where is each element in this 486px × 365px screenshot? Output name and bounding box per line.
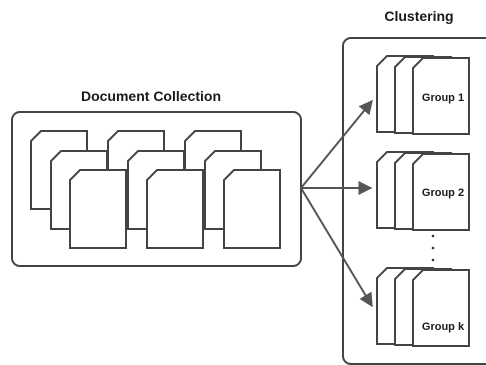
ellipsis-dots	[431, 234, 435, 262]
document-icon	[146, 169, 204, 249]
group-1-label: Group 1	[422, 92, 464, 104]
document-icon	[412, 153, 470, 231]
group-2: Group 2	[376, 151, 470, 231]
clustering-title: Clustering	[384, 8, 453, 24]
arrow-to-group-k	[300, 187, 373, 308]
arrow-to-group-1	[300, 99, 373, 189]
group-k: Group k	[376, 267, 470, 347]
group-2-documents	[376, 151, 470, 231]
group-2-label: Group 2	[422, 187, 464, 199]
group-1-documents	[376, 55, 470, 135]
collection-documents	[30, 130, 281, 249]
group-1: Group 1	[376, 55, 470, 135]
document-icon	[412, 269, 470, 347]
group-k-documents	[376, 267, 470, 347]
collection-title: Document Collection	[81, 88, 221, 104]
document-icon	[223, 169, 281, 249]
group-k-label: Group k	[422, 321, 465, 333]
document-icon	[412, 57, 470, 135]
document-icon	[69, 169, 127, 249]
